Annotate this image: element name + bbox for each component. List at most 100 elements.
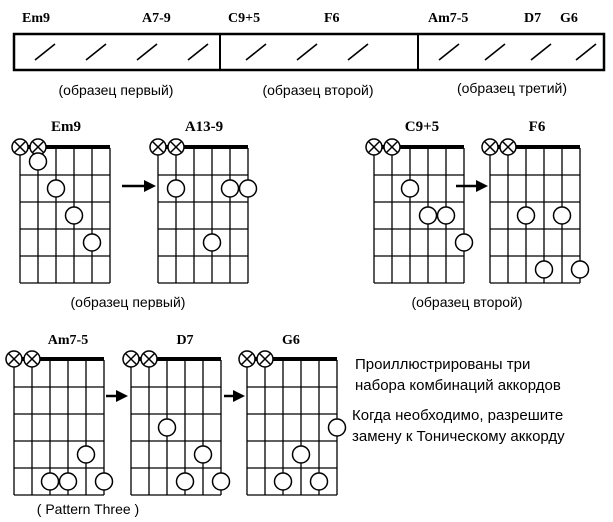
finger-dot	[552, 206, 572, 225]
beat-slashes	[34, 43, 597, 61]
finger-dot	[46, 179, 66, 198]
chord-diagram-am7-5	[5, 350, 114, 496]
muted-x-stroke	[169, 140, 183, 154]
fretboard-nut	[158, 145, 248, 149]
chord-diagram-a13-9	[149, 138, 258, 284]
arrow-head	[476, 180, 488, 192]
explanation-text: Проиллюстрированы три набора комбинаций …	[352, 356, 565, 445]
beat-slash	[575, 43, 597, 61]
muted-x-stroke	[7, 352, 21, 366]
finger-dot	[94, 472, 114, 491]
finger-dot	[454, 233, 474, 252]
chord-name: F6	[529, 119, 546, 135]
pattern-caption: (образец второй)	[411, 294, 522, 310]
chord-name: G6	[282, 333, 300, 348]
bar-chord-label: A7-9	[142, 11, 171, 26]
muted-x-stroke	[25, 352, 39, 366]
finger-dot	[157, 418, 177, 437]
chord-name: Em9	[51, 119, 81, 135]
transition-arrow	[224, 390, 245, 402]
pattern-caption: ( Pattern Three )	[37, 501, 139, 517]
chord-diagram-g6	[238, 350, 347, 496]
chord-diagrams	[5, 138, 590, 496]
progression-bar-frame	[12, 32, 606, 72]
bar-chord-label: Am7-5	[428, 11, 468, 26]
finger-dot	[193, 445, 213, 464]
finger-dot	[28, 152, 48, 171]
muted-x-stroke	[501, 140, 515, 154]
chord-diagram-c9-5	[365, 138, 474, 284]
muted-x-stroke	[385, 140, 399, 154]
transition-arrow	[106, 390, 128, 402]
chord-names: Em9 A13-9 C9+5 F6 Am7-5 D7 G6	[48, 119, 546, 348]
finger-dot	[309, 472, 329, 491]
finger-dot	[166, 179, 186, 198]
chord-diagram-f6	[481, 138, 590, 284]
finger-dot	[400, 179, 420, 198]
finger-dot	[64, 206, 84, 225]
beat-slash	[136, 43, 158, 61]
bar-caption: (образец первый)	[59, 82, 174, 98]
fretboard-nut	[131, 357, 221, 361]
pattern-captions: (образец первый) (образец второй) ( Patt…	[37, 294, 523, 517]
muted-x-stroke	[151, 140, 165, 154]
chord-name: C9+5	[405, 119, 439, 135]
beat-slash	[438, 43, 460, 61]
note-line: Когда необходимо, разрешите	[352, 407, 563, 424]
muted-x-stroke	[31, 140, 45, 154]
fretboard-nut	[20, 145, 110, 149]
bar-chord-label: Em9	[22, 11, 50, 26]
finger-dot	[273, 472, 293, 491]
arrow-head	[233, 390, 245, 402]
fretboard-nut	[374, 145, 464, 149]
muted-x-stroke	[124, 352, 138, 366]
finger-dot	[58, 472, 78, 491]
finger-dot	[534, 260, 554, 279]
note-line: Проиллюстрированы три	[355, 356, 530, 373]
fretboard-nut	[14, 357, 104, 361]
muted-x-stroke	[258, 352, 272, 366]
beat-slash	[85, 43, 107, 61]
finger-dot	[175, 472, 195, 491]
finger-dot	[211, 472, 231, 491]
progression-bar: Em9 A7-9 C9+5 F6 Am7-5 D7 G6 (образец пе…	[12, 11, 606, 98]
transition-arrow	[456, 180, 488, 192]
bar-chord-label: F6	[324, 11, 340, 26]
chord-name: Am7-5	[48, 333, 88, 348]
finger-dot	[202, 233, 222, 252]
finger-dot	[40, 472, 60, 491]
finger-dot	[516, 206, 536, 225]
finger-dot	[76, 445, 96, 464]
arrow-head	[144, 180, 156, 192]
bar-caption: (образец третий)	[457, 80, 567, 96]
finger-dot	[327, 418, 347, 437]
finger-dot	[436, 206, 456, 225]
beat-slash	[187, 43, 209, 61]
finger-dot	[238, 179, 258, 198]
muted-x-stroke	[240, 352, 254, 366]
muted-x-stroke	[13, 140, 27, 154]
chord-diagram-d7	[122, 350, 231, 496]
finger-dot	[220, 179, 240, 198]
muted-x-stroke	[142, 352, 156, 366]
beat-slash	[530, 43, 552, 61]
bar-chord-label: C9+5	[228, 11, 260, 26]
muted-x-stroke	[367, 140, 381, 154]
beat-slash	[34, 43, 56, 61]
bar-caption: (образец второй)	[262, 82, 373, 98]
bar-chord-label: G6	[560, 11, 578, 26]
note-line: набора комбинаций аккордов	[355, 377, 561, 394]
transition-arrow	[122, 180, 156, 192]
muted-x-stroke	[483, 140, 497, 154]
bar-chord-label: D7	[524, 11, 541, 26]
finger-dot	[291, 445, 311, 464]
beat-slash	[347, 43, 369, 61]
finger-dot	[82, 233, 102, 252]
finger-dot	[418, 206, 438, 225]
note-line: замену к Тоническому аккорду	[352, 428, 565, 445]
pattern-caption: (образец первый)	[71, 294, 186, 310]
arrow-head	[116, 390, 128, 402]
chord-name: D7	[176, 333, 193, 348]
chord-diagram-em9	[11, 138, 111, 284]
